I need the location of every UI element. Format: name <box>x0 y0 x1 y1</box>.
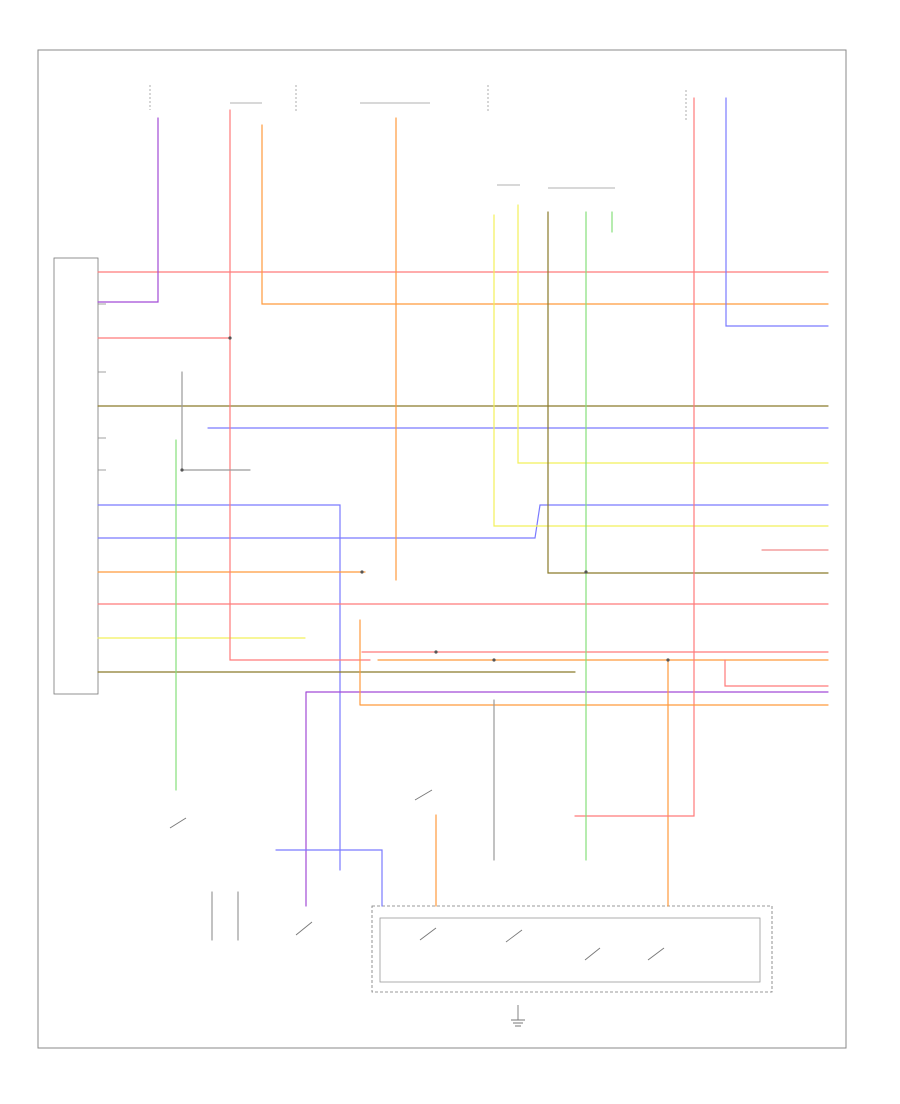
junction-dot-6 <box>434 650 438 654</box>
ground-group <box>511 1005 525 1027</box>
wire-red-18 <box>229 109 371 661</box>
diagram-frame <box>37 49 847 1049</box>
junction-dot-7 <box>584 570 588 574</box>
meter-switch-4 <box>647 947 665 961</box>
wire-purple-21 <box>97 117 159 303</box>
control-module-pins <box>98 271 106 673</box>
meter-switch-3 <box>584 947 601 961</box>
control-module-block <box>53 257 99 695</box>
junction-dot-2 <box>180 468 184 472</box>
wire-blue-3 <box>725 97 829 327</box>
wire-orange-26 <box>359 619 829 706</box>
combination-meter-box <box>371 905 773 993</box>
wire-red-25 <box>724 659 829 687</box>
ground-symbol <box>511 1005 525 1027</box>
meter-switch-1 <box>419 927 437 941</box>
wire-olive-12 <box>547 211 829 574</box>
wire-purple-20 <box>305 691 829 907</box>
combination-meter-inner <box>379 917 761 983</box>
junction-dot-5 <box>666 658 670 662</box>
junction-dots <box>180 336 670 662</box>
junction-dot-1 <box>228 336 232 340</box>
junction-dot-4 <box>492 658 496 662</box>
wire-red-24 <box>574 97 695 817</box>
wire-yellow-10 <box>493 214 829 527</box>
wire-blue-22 <box>275 849 383 907</box>
transmission-switch <box>295 921 313 936</box>
parking-brake-switch <box>169 817 187 829</box>
wire-gray-32 <box>181 371 251 471</box>
wire-yellow-7 <box>517 204 829 464</box>
wire-blue-8 <box>97 504 341 871</box>
wire-blue-9 <box>97 504 829 539</box>
junction-dot-3 <box>360 570 364 574</box>
meter-switch-2 <box>505 929 523 943</box>
switch-group <box>169 789 665 961</box>
wire-orange-2 <box>261 124 829 305</box>
wires <box>97 97 829 941</box>
relay-switch-1 <box>414 789 433 801</box>
top-fuse-group <box>149 85 687 189</box>
